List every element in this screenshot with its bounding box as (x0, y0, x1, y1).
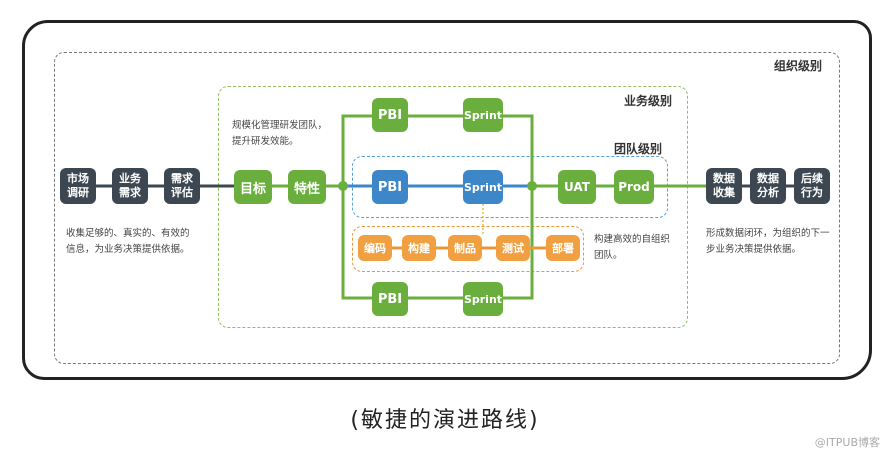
node-feature: 特性 (288, 170, 326, 204)
stage-artifact: 制品 (448, 235, 482, 261)
diagram-caption: (敏捷的演进路线) (350, 408, 540, 433)
outer-frame (22, 20, 872, 380)
stage-deploy: 部署 (546, 235, 580, 261)
org-level-label: 组织级别 (774, 59, 823, 73)
node-follow-up-action: 后续行为 (794, 168, 830, 204)
business-level-box (218, 86, 688, 328)
node-pbi-mid: PBI (372, 170, 408, 204)
node-sprint-mid: Sprint (463, 170, 503, 204)
top-loop (341, 114, 534, 186)
node-goal: 目标 (234, 170, 272, 204)
business-level-label: 业务级别 (624, 94, 673, 108)
node-business-requirement: 业务需求 (112, 168, 148, 204)
team-level-label: 团队级别 (614, 142, 663, 156)
stage-build: 构建 (402, 235, 436, 261)
watermark: @ITPUB博客 (814, 436, 880, 449)
junction-right (527, 181, 537, 191)
note-right: 形成数据闭环，为组织的下一步业务决策提供依据。 (706, 228, 830, 255)
node-pbi-bottom: PBI (372, 282, 408, 316)
node-uat: UAT (558, 170, 596, 204)
note-business: 规模化管理研发团队，提升研发效能。 (232, 120, 328, 147)
node-data-analysis: 数据分析 (750, 168, 786, 204)
pipeline-stage-box (352, 226, 584, 272)
node-sprint-bottom: Sprint (463, 282, 503, 316)
org-level-box (54, 52, 840, 364)
stage-coding: 编码 (358, 235, 392, 261)
node-sprint-top: Sprint (463, 98, 503, 132)
note-left: 收集足够的、真实的、有效的信息，为业务决策提供依据。 (66, 228, 190, 255)
bottom-loop (341, 186, 534, 300)
node-prod: Prod (614, 170, 654, 204)
node-market-research: 市场调研 (60, 168, 96, 204)
node-pbi-top: PBI (372, 98, 408, 132)
node-data-collection: 数据收集 (706, 168, 742, 204)
stage-test: 测试 (496, 235, 530, 261)
junction-left (338, 181, 348, 191)
node-requirement-eval: 需求评估 (164, 168, 200, 204)
note-team: 构建高效的自组织团队。 (594, 234, 671, 261)
